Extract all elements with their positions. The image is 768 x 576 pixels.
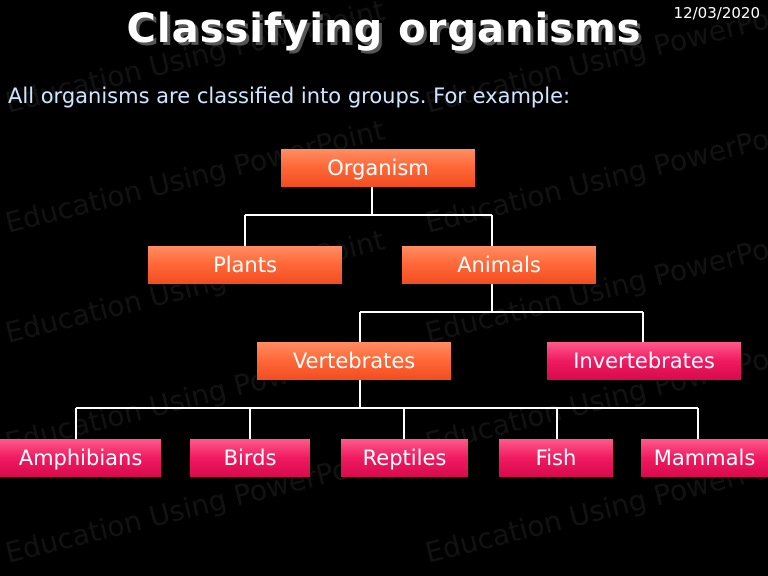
node-reptiles: Reptiles bbox=[341, 439, 468, 477]
node-mammals: Mammals bbox=[641, 439, 768, 477]
slide-subtitle: All organisms are classified into groups… bbox=[8, 84, 571, 108]
node-invertebrates: Invertebrates bbox=[547, 342, 741, 380]
slide-date: 12/03/2020 bbox=[673, 4, 760, 22]
node-fish: Fish bbox=[499, 439, 613, 477]
node-birds: Birds bbox=[190, 439, 310, 477]
node-amphibians: Amphibians bbox=[0, 439, 161, 477]
node-animals: Animals bbox=[402, 246, 596, 284]
slide-title: Classifying organisms bbox=[126, 6, 642, 52]
node-plants: Plants bbox=[148, 246, 342, 284]
node-organism: Organism bbox=[281, 149, 475, 187]
node-vertebrates: Vertebrates bbox=[257, 342, 451, 380]
